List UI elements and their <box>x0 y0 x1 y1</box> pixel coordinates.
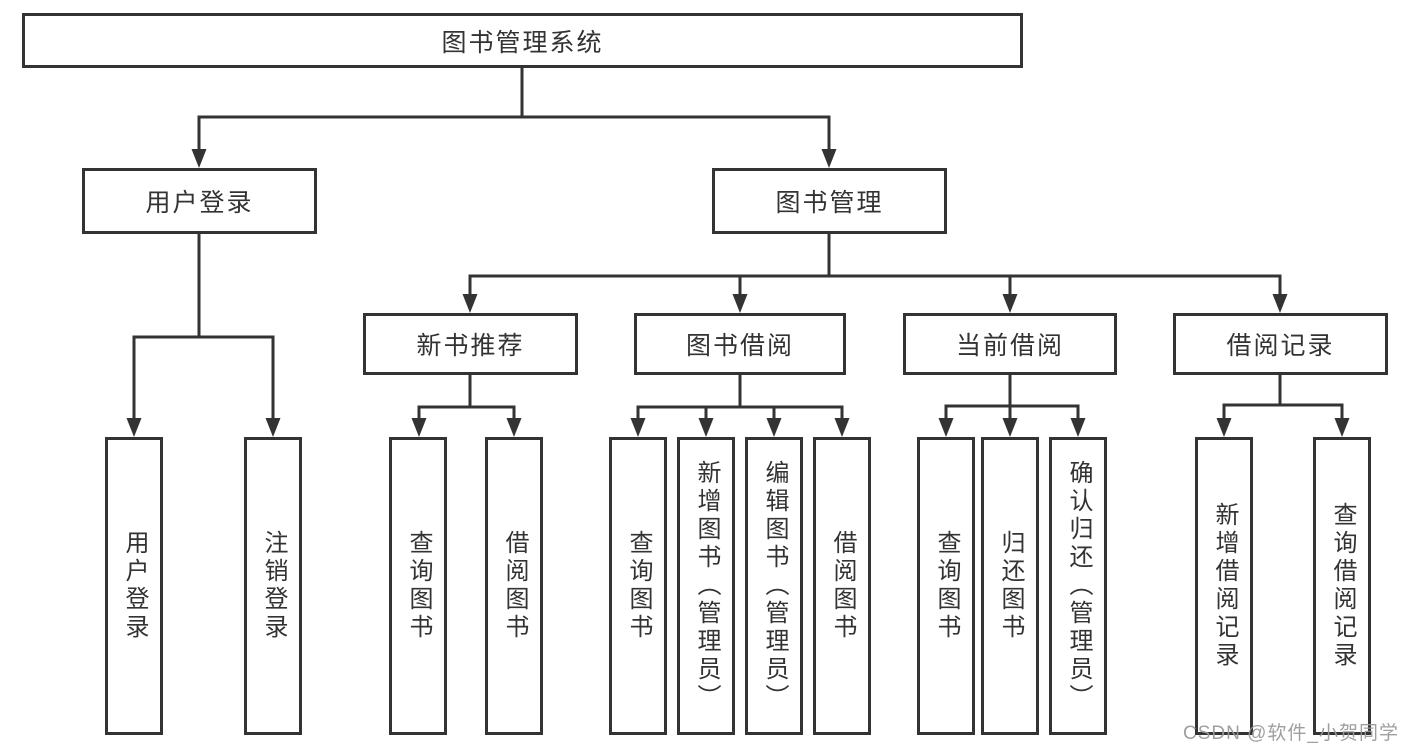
connector-current-borrow-to-leaves <box>944 375 1080 420</box>
leaf-query-borrow-record: 查询借阅记录 <box>1313 437 1371 735</box>
leaf-borrow-book: 借阅图书 <box>813 437 871 735</box>
leaf-user-login: 用户登录 <box>105 437 163 735</box>
arrowheads <box>126 149 1350 437</box>
arrowheads-leaves <box>126 418 1350 437</box>
csdn-watermark: CSDN @软件_小贺同学 <box>1183 723 1399 744</box>
leaf-add-borrow-record: 新增借阅记录 <box>1195 437 1253 735</box>
connector-user-login-to-leaves <box>132 234 275 420</box>
leaf-logout: 注销登录 <box>244 437 302 735</box>
leaf-add-book-admin: 新增图书（管理员） <box>677 437 735 735</box>
node-book-borrow: 图书借阅 <box>634 313 846 375</box>
leaf-query-book-current: 查询图书 <box>917 437 975 735</box>
node-user-login: 用户登录 <box>82 168 317 234</box>
leaf-return-book: 归还图书 <box>981 437 1039 735</box>
connector-new-book-to-leaves <box>417 375 516 420</box>
arrowheads-level3 <box>462 294 1288 313</box>
leaf-edit-book-admin: 编辑图书（管理员） <box>745 437 803 735</box>
leaf-confirm-return-admin: 确认归还（管理员） <box>1049 437 1107 735</box>
connector-book-borrow-to-leaves <box>636 375 844 420</box>
node-library-management-system: 图书管理系统 <box>22 13 1023 68</box>
leaf-query-book-recommend: 查询图书 <box>389 437 447 735</box>
node-new-book-recommend: 新书推荐 <box>363 313 578 375</box>
leaf-borrow-book-recommend: 借阅图书 <box>485 437 543 735</box>
connector-book-mgmt-to-level3 <box>468 234 1282 298</box>
node-borrow-record: 借阅记录 <box>1173 313 1388 375</box>
leaf-query-book-borrow: 查询图书 <box>609 437 667 735</box>
connector-root-to-level2 <box>197 68 831 150</box>
node-book-management: 图书管理 <box>712 168 947 234</box>
node-current-borrow: 当前借阅 <box>903 313 1117 375</box>
connector-borrow-record-to-leaves <box>1222 375 1344 420</box>
connector-shafts <box>132 68 1344 420</box>
arrowheads-level2 <box>191 149 837 168</box>
